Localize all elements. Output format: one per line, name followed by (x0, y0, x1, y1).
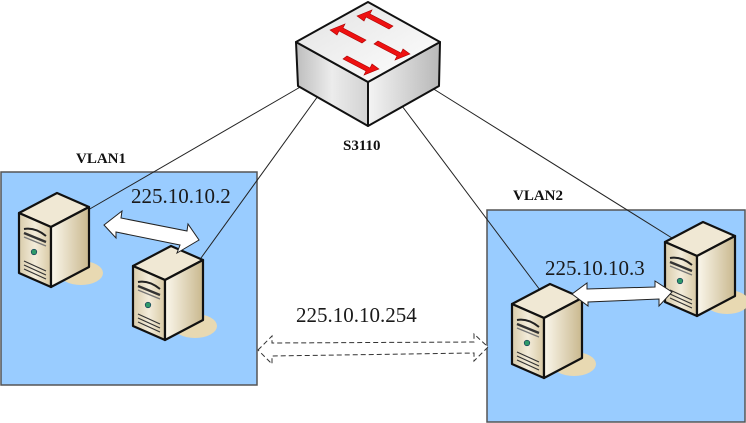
vlan2-multicast-arrow (571, 280, 673, 308)
vlan2-multicast-address: 225.10.10.3 (545, 256, 645, 280)
link-switch-server1 (87, 85, 303, 211)
network-switch-icon (295, 1, 441, 127)
link-switch-server4 (431, 87, 673, 239)
vlan1-multicast-address: 225.10.10.2 (131, 184, 231, 208)
vlan1-label: VLAN1 (76, 151, 126, 167)
vlan1-multicast-arrow (103, 209, 200, 255)
link-switch-server2 (200, 95, 319, 259)
server-icon (663, 220, 746, 318)
inter-vlan-dashed-arrow (257, 332, 489, 366)
switch-label: S3110 (343, 138, 381, 154)
inter-vlan-address: 225.10.10.254 (296, 303, 417, 327)
vlan2-label: VLAN2 (513, 188, 563, 204)
link-switch-server3 (401, 105, 541, 291)
